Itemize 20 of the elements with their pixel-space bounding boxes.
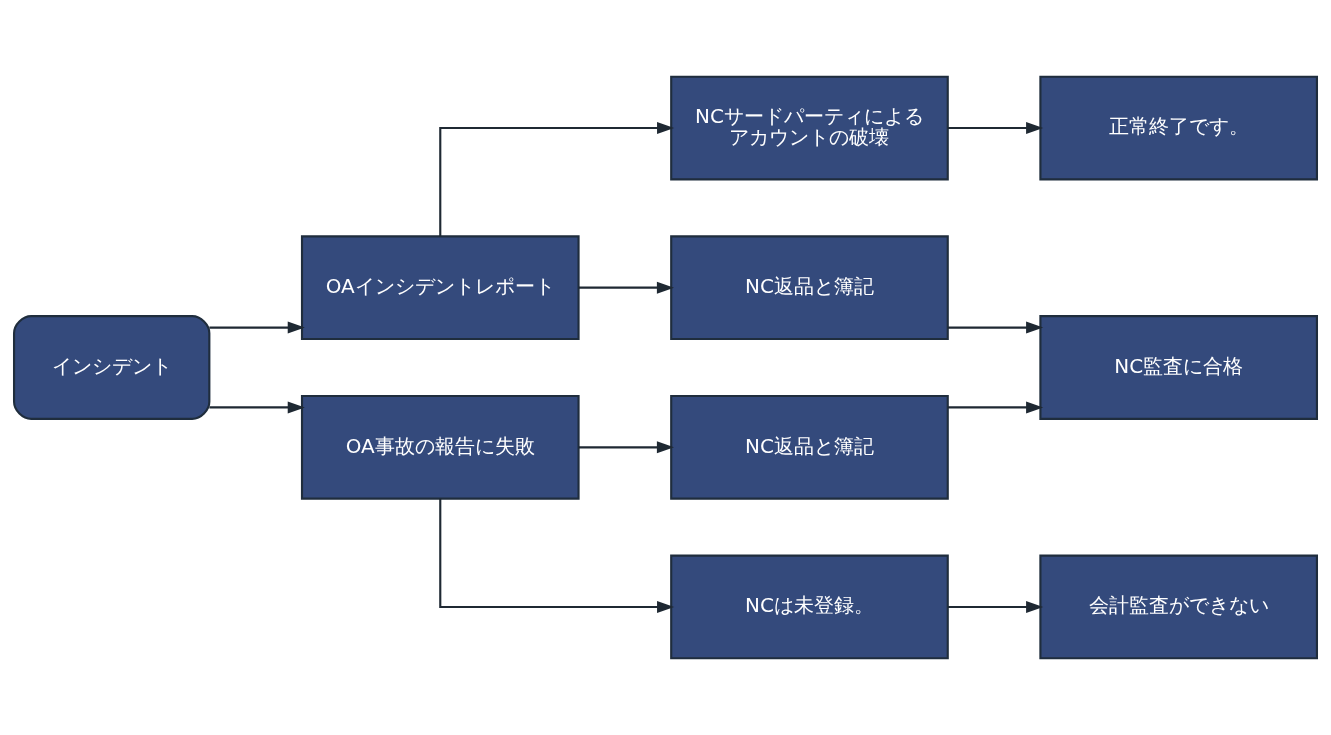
arrow xyxy=(439,498,675,613)
node-box: OAインシデントレポート xyxy=(300,235,580,341)
arrow xyxy=(578,281,675,294)
node-box: NCサードパーティによるアカウントの破壊 xyxy=(670,75,949,181)
arrow xyxy=(948,401,1044,414)
node-box: NC返品と簿記 xyxy=(670,394,949,500)
arrow xyxy=(948,321,1044,334)
arrow xyxy=(209,321,305,334)
arrow xyxy=(948,601,1044,613)
node-box: 会計監査ができない xyxy=(1039,554,1318,660)
node-box: 正常終了です。 xyxy=(1039,75,1318,181)
node-box: NCは未登録。 xyxy=(670,554,949,660)
node-box: NC監査に合格 xyxy=(1039,315,1318,420)
node-box: インシデント xyxy=(13,315,211,420)
arrow xyxy=(209,401,305,414)
arrow xyxy=(578,441,675,454)
node-box: NC返品と簿記 xyxy=(670,235,949,341)
node-box: OA事故の報告に失敗 xyxy=(300,394,580,500)
arrow xyxy=(948,122,1044,134)
arrow xyxy=(439,122,675,237)
